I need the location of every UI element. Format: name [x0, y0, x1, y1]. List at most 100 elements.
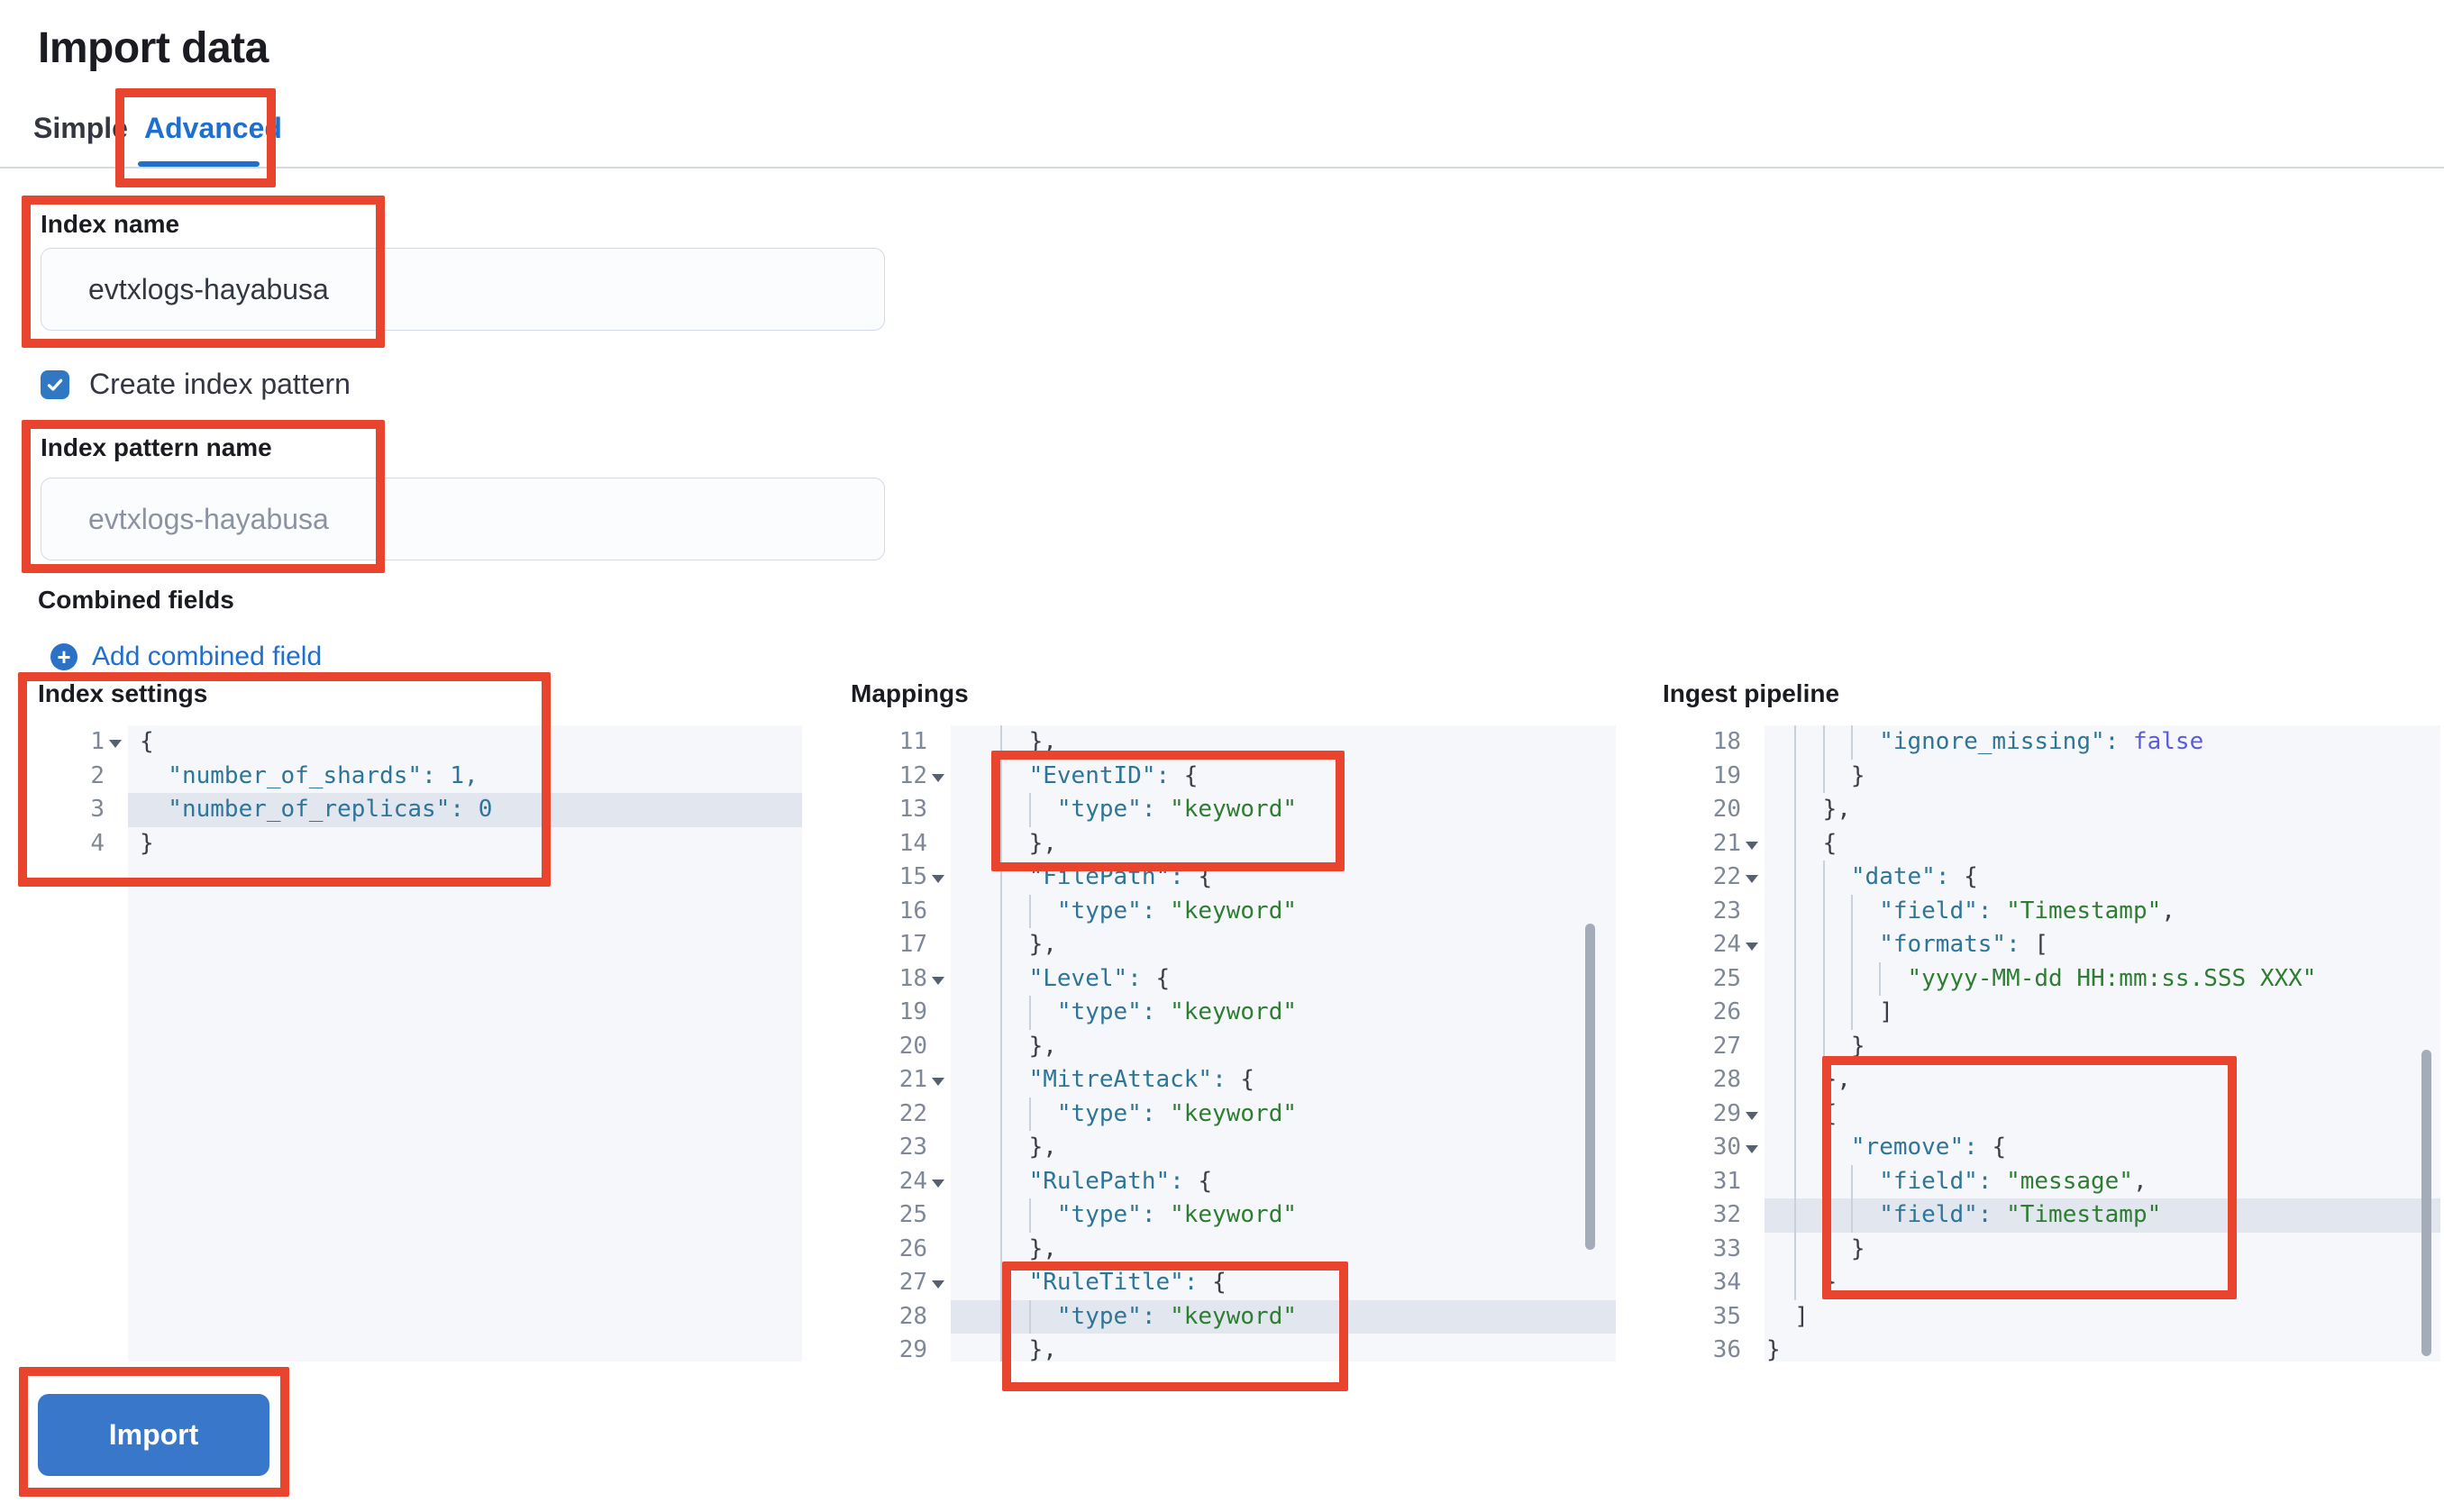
- fold-arrow-icon[interactable]: [927, 962, 951, 997]
- fold-slot: [1741, 760, 1765, 794]
- import-button[interactable]: Import: [38, 1394, 269, 1476]
- line-number: 4: [90, 829, 105, 857]
- indent-guide: [1794, 826, 1822, 861]
- create-index-pattern-checkbox[interactable]: [41, 369, 69, 399]
- fold-arrow-icon[interactable]: [927, 1165, 951, 1199]
- indent-guide: [1822, 1232, 1851, 1266]
- line-number: 18: [1712, 728, 1741, 755]
- fold-arrow-icon[interactable]: [1741, 1131, 1765, 1165]
- checkmark-icon: [47, 378, 63, 391]
- create-index-pattern-label: Create index pattern: [89, 368, 351, 400]
- line-number: 22: [898, 1099, 927, 1127]
- indent-guide: [1000, 1334, 1028, 1362]
- line-number: 11: [898, 728, 927, 755]
- line-number: 29: [1712, 1099, 1741, 1127]
- mappings-scrollbar-thumb[interactable]: [1585, 924, 1595, 1250]
- code-line: 33}: [1667, 1232, 2440, 1267]
- fold-arrow-icon[interactable]: [927, 861, 951, 895]
- indent-guide: [1000, 1097, 1028, 1131]
- indent-guide: [1822, 1198, 1851, 1233]
- ingest-pipeline-scrollbar-thumb[interactable]: [2421, 1050, 2431, 1356]
- fold-slot: [1741, 1334, 1765, 1362]
- line-number: 20: [1712, 796, 1741, 823]
- fold-arrow-icon[interactable]: [1741, 861, 1765, 895]
- page-title: Import data: [38, 24, 269, 72]
- fold-slot: [1741, 793, 1765, 827]
- fold-arrow-icon[interactable]: [927, 1063, 951, 1098]
- line-number: 25: [898, 1201, 927, 1228]
- index-pattern-name-input[interactable]: [41, 478, 885, 560]
- mappings-editor[interactable]: 11},12"EventID": {13"type": "keyword"14}…: [847, 725, 1616, 1362]
- indent-guide: [1794, 928, 1822, 962]
- add-combined-field-button[interactable]: + Add combined field: [50, 642, 322, 672]
- fold-slot: [1741, 1063, 1765, 1098]
- indent-guide: [1028, 894, 1057, 928]
- indent-guide: [1850, 961, 1879, 996]
- fold-arrow-icon[interactable]: [105, 725, 128, 760]
- code-line: 24"formats": [: [1667, 928, 2440, 962]
- fold-arrow-icon[interactable]: [927, 1266, 951, 1300]
- indent-guide: [1000, 826, 1028, 861]
- index-settings-editor[interactable]: 1{2"number_of_shards": 1,3"number_of_rep…: [58, 725, 802, 1362]
- line-number: 21: [1712, 829, 1741, 857]
- fold-arrow-icon[interactable]: [1741, 827, 1765, 861]
- line-number: 3: [90, 796, 105, 823]
- code-line: 19"type": "keyword": [847, 996, 1616, 1030]
- line-number: 25: [1712, 964, 1741, 992]
- code-line: 15"FilePath": {: [847, 861, 1616, 895]
- indent-guide: [1000, 793, 1028, 827]
- code-line: 21"MitreAttack": {: [847, 1063, 1616, 1098]
- indent-guide: [1850, 894, 1879, 928]
- create-index-pattern-row: Create index pattern: [41, 368, 351, 401]
- indent-guide: [1000, 996, 1028, 1030]
- fold-slot: [1741, 1233, 1765, 1267]
- code-line: 29{: [1667, 1097, 2440, 1132]
- code-line: 28},: [1667, 1063, 2440, 1098]
- code-line: 3"number_of_replicas": 0: [58, 793, 802, 827]
- fold-arrow-icon[interactable]: [1741, 928, 1765, 962]
- code-line: 18"ignore_missing": false: [1667, 725, 2440, 760]
- line-number: 23: [898, 1134, 927, 1161]
- indent-guide: [1028, 793, 1057, 827]
- indent-guide: [1000, 894, 1028, 928]
- line-number: 22: [1712, 863, 1741, 890]
- line-number: 24: [898, 1167, 927, 1195]
- indent-guide: [1850, 1198, 1879, 1233]
- index-pattern-name-label: Index pattern name: [41, 433, 272, 461]
- line-number: 29: [898, 1336, 927, 1362]
- tab-simple[interactable]: Simple: [33, 112, 128, 144]
- indent-guide: [1822, 928, 1851, 962]
- fold-slot: [927, 928, 951, 962]
- line-number: 21: [898, 1066, 927, 1093]
- code-line: 20},: [847, 1029, 1616, 1063]
- active-tab-underline: [138, 161, 260, 167]
- indent-guide: [1794, 1266, 1822, 1300]
- fold-slot: [1741, 1198, 1765, 1233]
- fold-slot: [1741, 962, 1765, 997]
- add-combined-field-label: Add combined field: [92, 642, 323, 671]
- code-line: 22"date": {: [1667, 861, 2440, 895]
- fold-slot: [1741, 1030, 1765, 1064]
- line-number: 18: [898, 964, 927, 992]
- line-number: 31: [1712, 1167, 1741, 1195]
- fold-arrow-icon[interactable]: [927, 760, 951, 794]
- tab-advanced[interactable]: Advanced: [144, 112, 282, 144]
- line-number: 27: [898, 1269, 927, 1296]
- fold-slot: [927, 1098, 951, 1132]
- line-number: 36: [1712, 1336, 1741, 1362]
- header-divider: [0, 167, 2444, 169]
- fold-slot: [1741, 895, 1765, 929]
- fold-slot: [1741, 1266, 1765, 1300]
- fold-arrow-icon[interactable]: [1741, 1098, 1765, 1132]
- indent-guide: [1794, 1029, 1822, 1063]
- index-name-input[interactable]: [41, 248, 885, 331]
- indent-guide: [1822, 1164, 1851, 1198]
- code-line: 23"field": "Timestamp",: [1667, 894, 2440, 929]
- fold-slot: [927, 1233, 951, 1267]
- fold-slot: [105, 760, 128, 794]
- line-number: 28: [898, 1302, 927, 1330]
- line-number: 12: [898, 761, 927, 789]
- indent-guide: [1822, 1029, 1851, 1063]
- line-number: 14: [898, 829, 927, 857]
